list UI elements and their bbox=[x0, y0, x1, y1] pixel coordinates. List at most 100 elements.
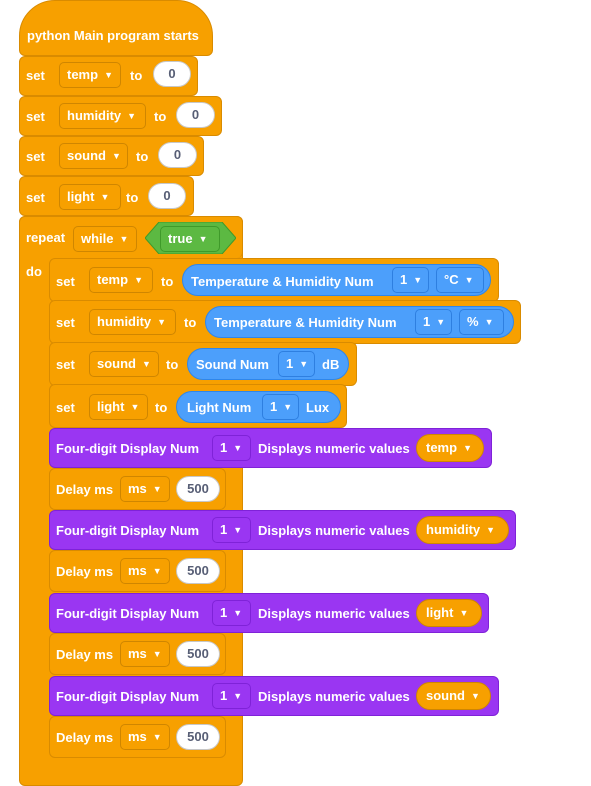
to-label: to bbox=[184, 315, 197, 330]
var-name: light bbox=[67, 189, 95, 204]
chevron-down-icon: ▼ bbox=[233, 525, 243, 535]
delay-value-input[interactable]: 500 bbox=[176, 476, 220, 502]
var-name: sound bbox=[97, 356, 136, 371]
display-num-value: 1 bbox=[220, 440, 228, 455]
var-name: humidity bbox=[426, 522, 481, 537]
var-dropdown-humidity[interactable]: humidity ▼ bbox=[89, 309, 176, 335]
display-num-value: 1 bbox=[220, 688, 228, 703]
chevron-down-icon: ▼ bbox=[233, 691, 243, 701]
chevron-down-icon: ▼ bbox=[157, 317, 167, 327]
delay-unit-dropdown[interactable]: ms▼ bbox=[120, 641, 170, 667]
display-var-temp[interactable]: temp▼ bbox=[416, 434, 484, 462]
var-name: temp bbox=[426, 440, 458, 455]
var-dropdown-temp[interactable]: temp▼ bbox=[59, 62, 121, 88]
display-num-dropdown[interactable]: 1▼ bbox=[212, 683, 251, 709]
sound-sensor-reporter[interactable] bbox=[187, 348, 349, 380]
var-dropdown-temp[interactable]: temp▼ bbox=[89, 267, 153, 293]
chevron-down-icon: ▼ bbox=[471, 691, 480, 701]
chevron-down-icon: ▼ bbox=[127, 111, 137, 121]
var-dropdown-light[interactable]: light ▼ bbox=[59, 184, 121, 210]
unit-dropdown-celsius[interactable]: °C ▼ bbox=[436, 267, 484, 293]
display-label: Four-digit Display Num bbox=[56, 523, 199, 538]
value-input-sound[interactable]: 0 bbox=[158, 142, 197, 168]
sensor-num-dropdown[interactable]: 1▼ bbox=[392, 267, 429, 293]
set-label: set bbox=[56, 315, 75, 330]
chevron-down-icon: ▼ bbox=[464, 275, 474, 285]
condition-dropdown[interactable]: true▼ bbox=[160, 226, 220, 252]
display-var-humidity[interactable]: humidity ▼ bbox=[416, 516, 509, 544]
chevron-down-icon: ▼ bbox=[112, 151, 121, 161]
chevron-down-icon: ▼ bbox=[104, 70, 113, 80]
chevron-down-icon: ▼ bbox=[486, 525, 496, 535]
delay-unit-dropdown[interactable]: ms▼ bbox=[120, 558, 170, 584]
var-dropdown-sound[interactable]: sound▼ bbox=[89, 351, 159, 377]
chevron-down-icon: ▼ bbox=[152, 732, 162, 742]
sensor-label: Light Num bbox=[187, 400, 252, 415]
unit-label-db: dB bbox=[322, 357, 340, 372]
set-label: set bbox=[26, 190, 45, 205]
sensor-num-dropdown[interactable]: 1▼ bbox=[278, 351, 315, 377]
value-input-humidity[interactable]: 0 bbox=[176, 102, 215, 128]
set-label: set bbox=[26, 68, 45, 83]
chevron-down-icon: ▼ bbox=[152, 484, 162, 494]
chevron-down-icon: ▼ bbox=[299, 359, 309, 369]
delay-label: Delay ms bbox=[56, 730, 114, 745]
display-num-dropdown[interactable]: 1▼ bbox=[212, 435, 251, 461]
sensor-num-value: 1 bbox=[400, 272, 408, 287]
to-label: to bbox=[126, 190, 139, 205]
set-label: set bbox=[26, 149, 45, 164]
display-action-label: Displays numeric values bbox=[258, 606, 410, 621]
to-label: to bbox=[154, 109, 167, 124]
unit-value: °C bbox=[444, 272, 459, 287]
display-label: Four-digit Display Num bbox=[56, 606, 199, 621]
var-name: humidity bbox=[97, 314, 152, 329]
var-name: sound bbox=[67, 148, 106, 163]
to-label: to bbox=[161, 274, 174, 289]
set-label: set bbox=[56, 274, 75, 289]
display-num-value: 1 bbox=[220, 605, 228, 620]
display-label: Four-digit Display Num bbox=[56, 689, 199, 704]
to-label: to bbox=[130, 68, 143, 83]
chevron-down-icon: ▼ bbox=[233, 608, 243, 618]
sensor-label: Temperature & Humidity Num bbox=[214, 315, 397, 330]
delay-unit-dropdown[interactable]: ms▼ bbox=[120, 476, 170, 502]
display-action-label: Displays numeric values bbox=[258, 441, 410, 456]
chevron-down-icon: ▼ bbox=[100, 192, 110, 202]
set-label: set bbox=[56, 357, 75, 372]
value-input-temp[interactable]: 0 bbox=[153, 61, 191, 87]
delay-value-input[interactable]: 500 bbox=[176, 724, 220, 750]
sensor-num-dropdown[interactable]: 1▼ bbox=[415, 309, 452, 335]
chevron-down-icon: ▼ bbox=[119, 234, 129, 244]
chevron-down-icon: ▼ bbox=[233, 443, 243, 453]
display-label: Four-digit Display Num bbox=[56, 441, 199, 456]
var-name: humidity bbox=[67, 108, 122, 123]
sensor-num-value: 1 bbox=[423, 314, 431, 329]
var-name: sound bbox=[426, 688, 465, 703]
delay-value-input[interactable]: 500 bbox=[176, 558, 220, 584]
delay-unit-value: ms bbox=[128, 729, 147, 744]
light-sensor-reporter[interactable] bbox=[176, 391, 341, 423]
chevron-down-icon: ▼ bbox=[283, 402, 293, 412]
repeat-label: repeat bbox=[26, 230, 66, 245]
var-dropdown-humidity[interactable]: humidity ▼ bbox=[59, 103, 146, 129]
set-label: set bbox=[56, 400, 75, 415]
delay-value-input[interactable]: 500 bbox=[176, 641, 220, 667]
four-digit-display-block[interactable] bbox=[49, 593, 489, 633]
display-action-label: Displays numeric values bbox=[258, 689, 410, 704]
display-num-dropdown[interactable]: 1▼ bbox=[212, 600, 251, 626]
display-var-light[interactable]: light▼ bbox=[416, 599, 482, 627]
delay-unit-dropdown[interactable]: ms ▼ bbox=[120, 724, 170, 750]
sensor-num-dropdown[interactable]: 1▼ bbox=[262, 394, 299, 420]
chevron-down-icon: ▼ bbox=[152, 566, 162, 576]
display-var-sound[interactable]: sound ▼ bbox=[416, 682, 491, 710]
value-input-light[interactable]: 0 bbox=[148, 183, 186, 209]
condition-value: true bbox=[168, 231, 193, 246]
unit-dropdown-percent[interactable]: %▼ bbox=[459, 309, 504, 335]
chevron-down-icon: ▼ bbox=[436, 317, 446, 327]
repeat-mode-dropdown[interactable]: while▼ bbox=[73, 226, 137, 252]
sensor-label: Temperature & Humidity Num bbox=[191, 274, 374, 289]
var-dropdown-light[interactable]: light▼ bbox=[89, 394, 148, 420]
display-num-dropdown[interactable]: 1▼ bbox=[212, 517, 251, 543]
hat-label: python Main program starts bbox=[27, 28, 199, 43]
var-dropdown-sound[interactable]: sound ▼ bbox=[59, 143, 128, 169]
